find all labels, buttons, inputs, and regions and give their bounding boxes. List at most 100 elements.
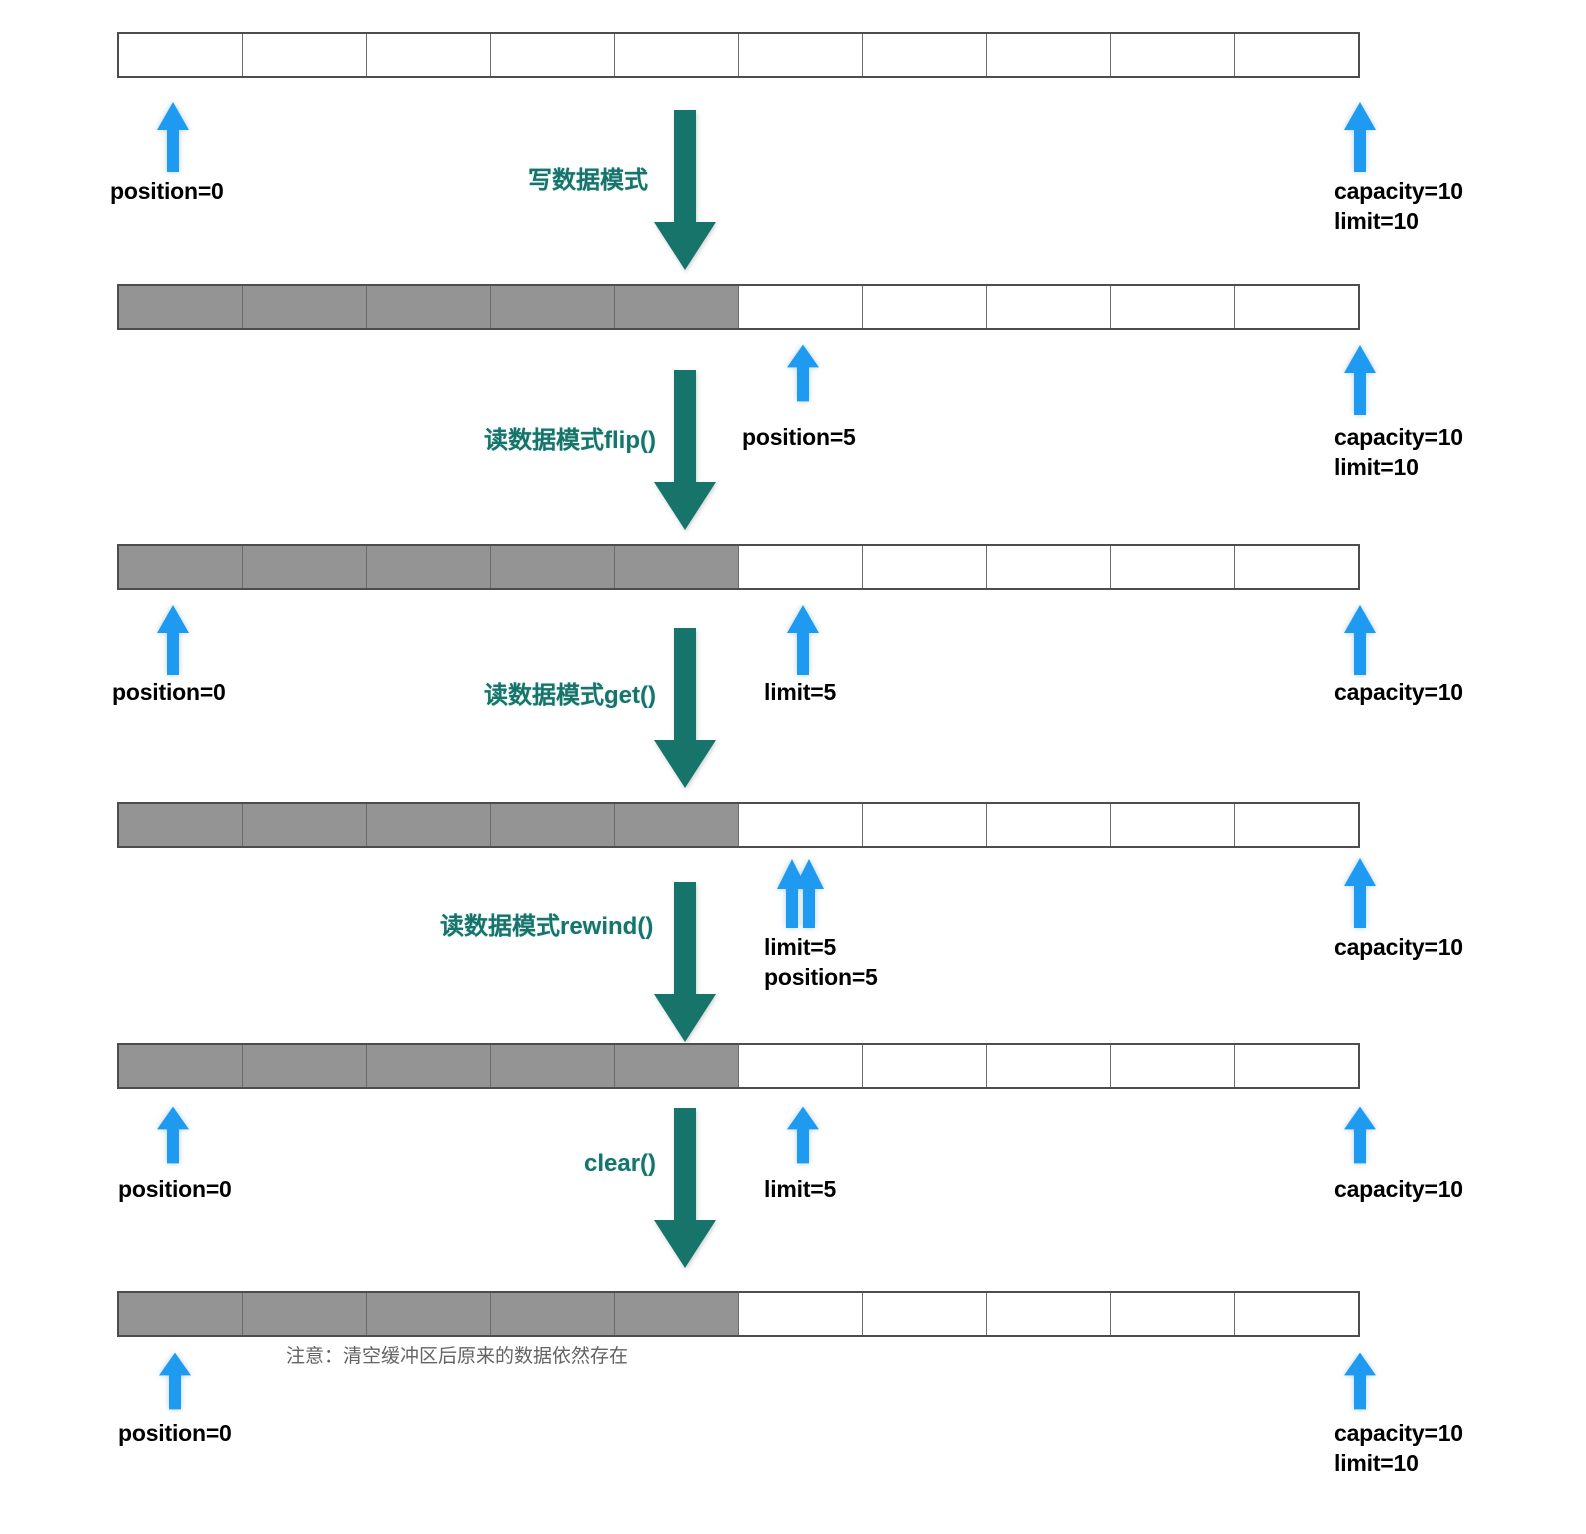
buffer-cell [987,1293,1111,1335]
limit-pointer-arrow-icon [786,1105,820,1165]
buffer-cell [243,1293,367,1335]
buffer-cell [119,286,243,328]
buffer-cell [1235,34,1358,76]
buffer-cell [1111,286,1235,328]
label-position-after-clear: position=0 [118,1420,232,1446]
capacity-pointer-arrow-icon [1343,603,1377,677]
buffer-cell [1235,804,1358,846]
capacity-pointer-arrow-icon [1343,1351,1377,1411]
buffer-cell [863,1293,987,1335]
capacity-pointer-arrow-icon [1343,856,1377,930]
label-capacity-limit-after-write: capacity=10 limit=10 [1334,424,1463,480]
transition-label-clear: clear() [584,1150,657,1177]
buffer-cell [243,1045,367,1087]
buffer-cell [243,804,367,846]
buffer-cell [987,546,1111,588]
label-limit-after-flip: limit=5 [764,679,837,705]
buffer-cell [739,804,863,846]
limit-pointer-arrow-icon [786,603,820,677]
label-position-after-rewind: position=0 [118,1176,232,1202]
transition-label-flip: 读数据模式flip() [484,427,656,454]
buffer-cell [1111,804,1235,846]
label-capacity-after-get: capacity=10 [1334,934,1463,960]
buffer-cell [987,34,1111,76]
buffer-cell [987,804,1111,846]
position-pointer-arrow-icon [786,343,820,403]
position-pointer-arrow-icon [156,1105,190,1165]
label-position-after-flip: position=0 [112,679,226,705]
transition-arrow-clear-icon [652,1108,718,1270]
label-limit-position-after-get: limit=5 position=5 [764,934,878,990]
transition-arrow-get-icon [652,628,718,790]
buffer-cell [243,34,367,76]
buffer-cell [1111,1045,1235,1087]
buffer-cell [863,1045,987,1087]
transition-label-rewind: 读数据模式rewind() [440,913,654,940]
buffer-cell [367,286,491,328]
buffer-cell [119,1293,243,1335]
transition-arrow-flip-icon [652,370,718,532]
label-capacity-after-rewind: capacity=10 [1334,1176,1463,1202]
buffer-cell [739,546,863,588]
limit-position-pointer-double-arrow-icon [777,856,831,930]
buffer-cell [615,1293,739,1335]
buffer-strip-after-write [117,284,1360,330]
buffer-strip-after-flip [117,544,1360,590]
buffer-cell [615,804,739,846]
buffer-cell [491,546,615,588]
label-capacity-limit-after-clear: capacity=10 limit=10 [1334,1420,1463,1476]
buffer-cell [491,1293,615,1335]
buffer-cell [1235,546,1358,588]
capacity-pointer-arrow-icon [1343,100,1377,174]
buffer-cell [367,1045,491,1087]
buffer-cell [119,34,243,76]
buffer-strip-after-clear [117,1291,1360,1337]
buffer-strip-after-rewind [117,1043,1360,1089]
buffer-cell [863,804,987,846]
buffer-cell [863,546,987,588]
buffer-cell [119,1045,243,1087]
buffer-cell [367,546,491,588]
buffer-strip-initial [117,32,1360,78]
buffer-cell [615,34,739,76]
capacity-pointer-arrow-icon [1343,1105,1377,1165]
buffer-cell [367,34,491,76]
buffer-cell [863,286,987,328]
buffer-cell [987,286,1111,328]
buffer-cell [491,34,615,76]
position-pointer-arrow-icon [158,1351,192,1411]
buffer-cell [367,804,491,846]
label-capacity-after-flip: capacity=10 [1334,679,1463,705]
position-pointer-arrow-icon [156,100,190,174]
buffer-cell [1111,546,1235,588]
buffer-cell [739,286,863,328]
label-capacity-limit-initial: capacity=10 limit=10 [1334,178,1463,234]
buffer-cell [1111,1293,1235,1335]
buffer-cell [1111,34,1235,76]
buffer-cell [491,804,615,846]
buffer-cell [987,1045,1111,1087]
buffer-cell [863,34,987,76]
label-position-initial: position=0 [110,178,224,204]
capacity-pointer-arrow-icon [1343,343,1377,417]
buffer-cell [1235,1293,1358,1335]
note-text: 注意：清空缓冲区后原来的数据依然存在 [286,1346,629,1367]
buffer-cell [615,286,739,328]
buffer-cell [739,1045,863,1087]
transition-arrow-rewind-icon [652,882,718,1044]
transition-arrow-write-mode-icon [652,110,718,272]
label-limit-after-rewind: limit=5 [764,1176,837,1202]
buffer-cell [615,546,739,588]
buffer-cell [367,1293,491,1335]
buffer-cell [491,1045,615,1087]
buffer-cell [243,546,367,588]
label-position-after-write: position=5 [742,424,856,450]
buffer-cell [739,34,863,76]
buffer-strip-after-get [117,802,1360,848]
buffer-cell [1235,286,1358,328]
buffer-cell [119,804,243,846]
buffer-cell [739,1293,863,1335]
position-pointer-arrow-icon [156,603,190,677]
transition-label-write-mode: 写数据模式 [528,167,648,194]
